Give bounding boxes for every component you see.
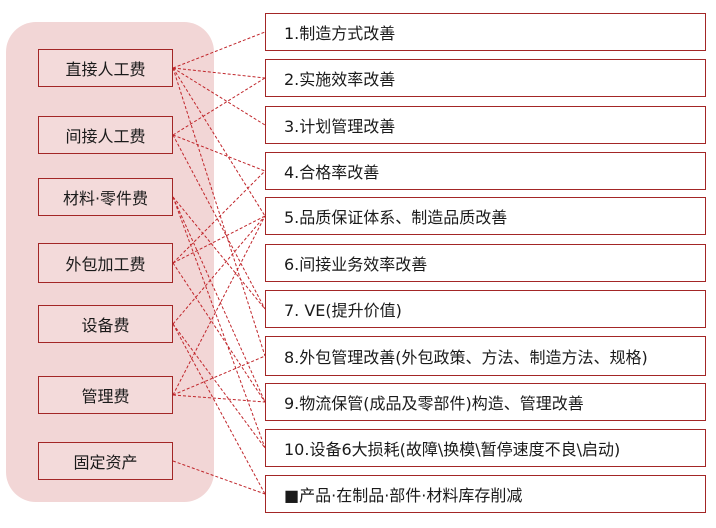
improvement-item-2: 2.实施效率改善 xyxy=(265,59,706,97)
link-line xyxy=(172,67,266,357)
cost-fixed-assets: 固定资产 xyxy=(38,442,173,480)
cost-management: 管理费 xyxy=(38,376,173,414)
link-line xyxy=(172,67,266,217)
improvement-item-3: 3.计划管理改善 xyxy=(265,106,706,144)
cost-outsourcing: 外包加工费 xyxy=(38,243,173,283)
link-line xyxy=(172,134,266,310)
link-line xyxy=(172,67,266,79)
link-line xyxy=(172,394,266,403)
improvement-item-4: 4.合格率改善 xyxy=(265,152,706,190)
link-line xyxy=(172,215,266,264)
link-line xyxy=(172,134,266,172)
link-line xyxy=(172,196,266,403)
link-line xyxy=(172,170,266,264)
improvement-item-7: 7. VE(提升价值) xyxy=(265,290,706,328)
improvement-item-5: 5.品质保证体系、制造品质改善 xyxy=(265,197,706,235)
improvement-item-1: 1.制造方式改善 xyxy=(265,13,706,51)
link-line xyxy=(172,67,266,126)
cost-equipment: 设备费 xyxy=(38,305,173,343)
link-line xyxy=(172,31,266,69)
link-line xyxy=(172,323,266,449)
link-line xyxy=(172,196,266,449)
link-line xyxy=(172,262,266,403)
cost-indirect-labor: 间接人工费 xyxy=(38,116,173,154)
link-line xyxy=(172,460,266,495)
improvement-item-10: 10.设备6大损耗(故障\换模\暂停速度不良\启动) xyxy=(265,429,706,467)
improvement-item-8: 8.外包管理改善(外包政策、方法、制造方法、规格) xyxy=(265,336,706,376)
link-line xyxy=(172,355,266,396)
link-line xyxy=(172,77,266,136)
link-line xyxy=(172,215,266,396)
link-line xyxy=(172,196,266,310)
improvement-item-6: 6.间接业务效率改善 xyxy=(265,244,706,282)
cost-direct-labor: 直接人工费 xyxy=(38,49,173,87)
cost-materials-parts: 材料·零件费 xyxy=(38,178,173,216)
link-line xyxy=(172,323,266,495)
link-line xyxy=(172,215,266,325)
improvement-item-inventory: ■产品·在制品·部件·材料库存削减 xyxy=(265,475,706,513)
improvement-item-9: 9.物流保管(成品及零部件)构造、管理改善 xyxy=(265,383,706,421)
